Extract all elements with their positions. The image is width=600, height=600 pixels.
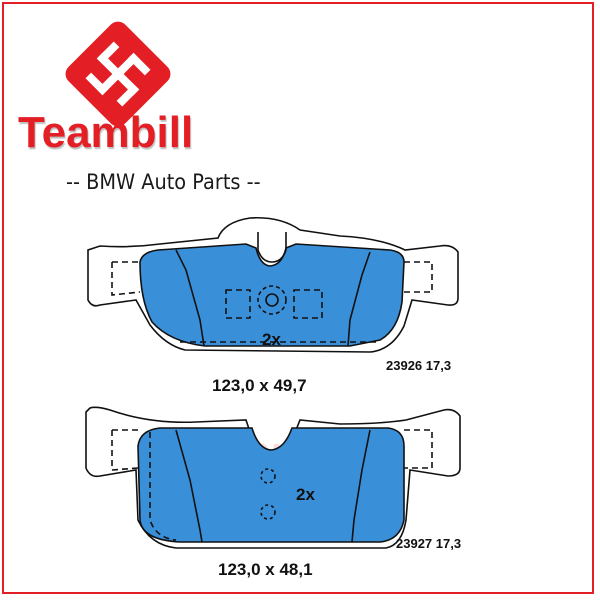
red-border-frame xyxy=(2,2,594,594)
dimensions-lower: 123,0 x 48,1 xyxy=(218,560,313,579)
sensor-circle-upper xyxy=(257,285,287,315)
tagline-left-dash: -- xyxy=(66,170,80,194)
tagline: -- BMW Auto Parts -- xyxy=(66,170,261,194)
dashed-right-ear-lower xyxy=(404,429,433,469)
part-number-upper: 23926 17,3 xyxy=(386,358,452,373)
quantity-label-upper: 2x xyxy=(262,330,281,349)
dashed-left-ear-upper xyxy=(111,261,141,296)
quantity-label-lower: 2x xyxy=(296,485,315,504)
chamfer-line-lower-left xyxy=(175,429,203,543)
chamfer-line-upper-left xyxy=(175,249,205,347)
chamfer-line-lower-right xyxy=(351,429,371,543)
brand-name: Teambill xyxy=(18,108,194,157)
guide-circle-lower-1 xyxy=(260,468,276,484)
red-diamond-swastika-logo-icon xyxy=(65,21,171,127)
dashed-outline-lower xyxy=(149,432,177,541)
backing-plate-lower xyxy=(85,406,461,549)
center-notch-upper xyxy=(257,232,287,263)
tagline-right-dash: -- xyxy=(246,170,261,194)
tagline-text: BMW Auto Parts xyxy=(86,170,241,194)
brake-pad-drawing xyxy=(85,216,461,549)
friction-lining-lower xyxy=(137,427,405,543)
dashed-left-ear-lower xyxy=(111,429,139,471)
chamfer-line-upper-right xyxy=(347,251,371,347)
backing-plate-upper xyxy=(87,216,459,353)
friction-lining-upper xyxy=(139,243,405,347)
dimensions-upper: 123,0 x 49,7 xyxy=(212,376,307,395)
dashed-right-ear-upper xyxy=(404,261,433,293)
part-number-lower: 23927 17,3 xyxy=(396,536,462,551)
brake-pad-lower xyxy=(85,406,461,549)
brake-pad-upper xyxy=(87,216,459,353)
dashed-center-box-upper xyxy=(225,289,323,319)
guide-circle-lower-2 xyxy=(260,504,276,520)
